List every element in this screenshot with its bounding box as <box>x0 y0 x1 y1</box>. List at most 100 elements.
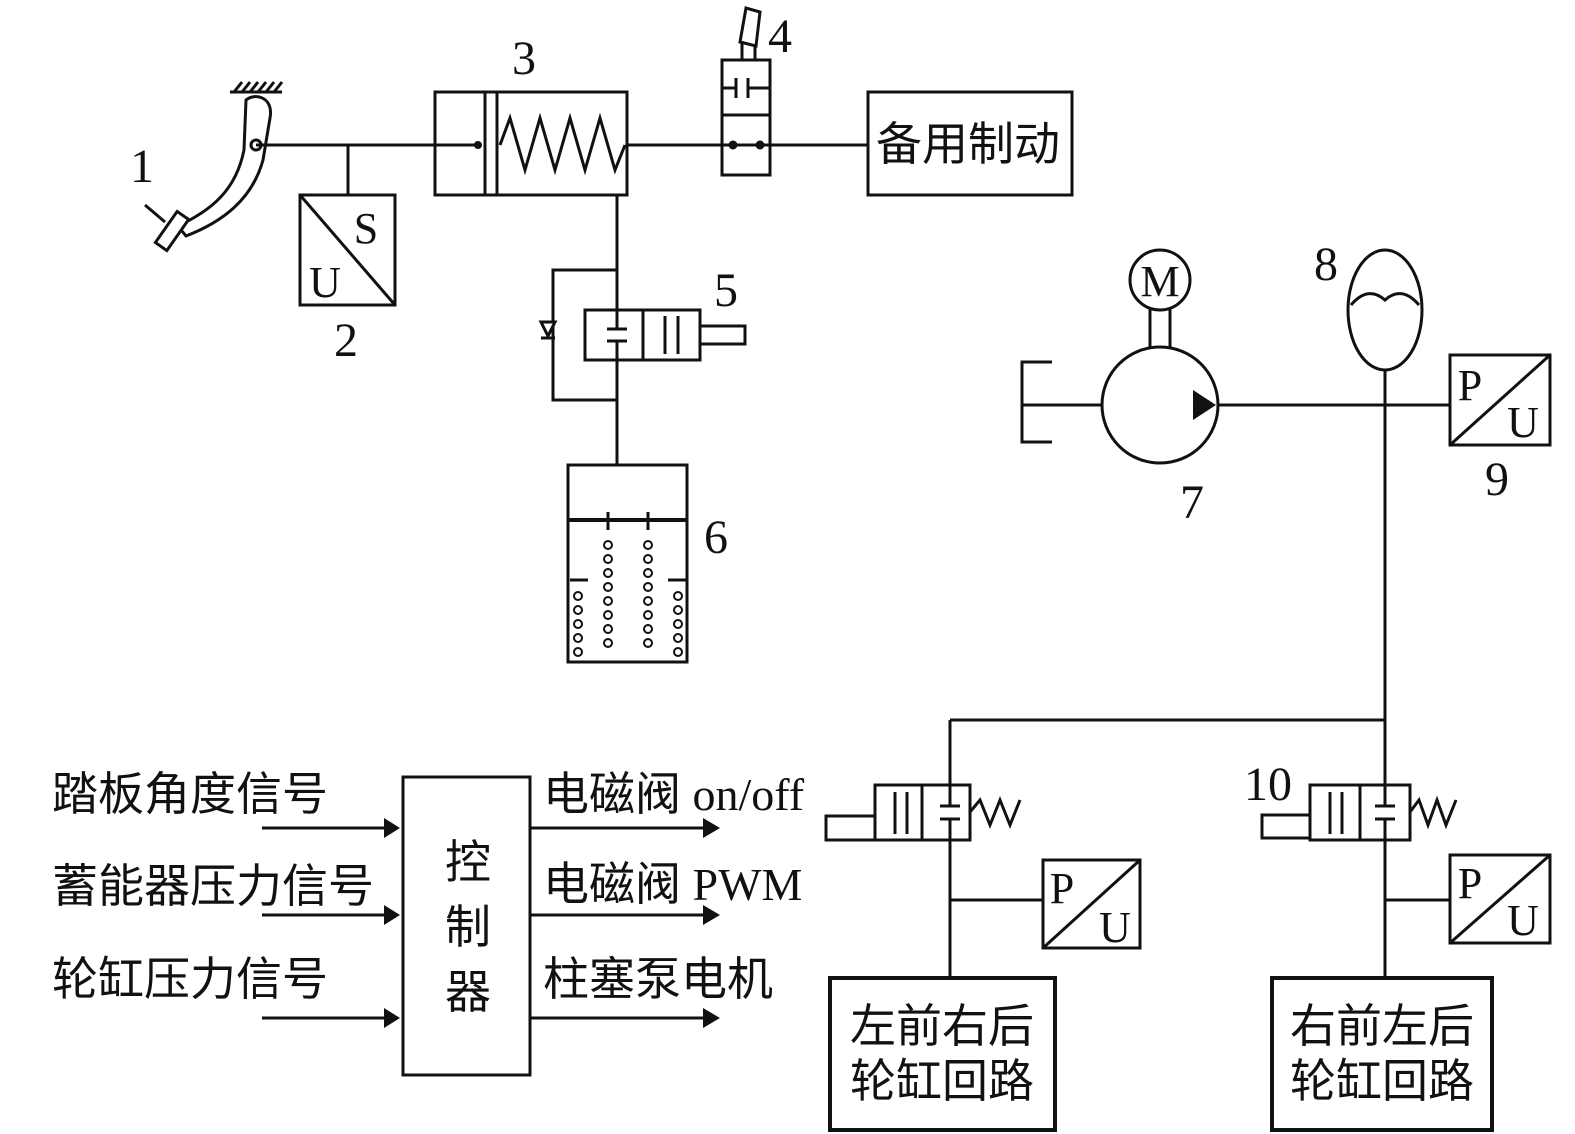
output-signal-label: 电磁阀 on/off <box>543 769 805 820</box>
spring-coil <box>643 638 653 648</box>
sensor-u-label: U <box>1099 903 1131 952</box>
pedal-ground-hatch <box>232 81 284 93</box>
spring-coil <box>603 596 613 606</box>
left-wheel-circuit: 左前右后 轮缸回路 <box>828 976 1057 1132</box>
spring-coil <box>603 638 613 648</box>
sensor-diagonal <box>1448 353 1552 447</box>
pump-number: 7 <box>1180 476 1204 529</box>
circuit-label-line2: 轮缸回路 <box>1290 1056 1474 1107</box>
pedal-simulator-number: 6 <box>704 511 728 564</box>
spring-coil <box>643 582 653 592</box>
circuit-label-line1: 右前左后 <box>1290 1001 1474 1052</box>
spring-coil <box>603 540 613 550</box>
accumulator-number: 8 <box>1314 238 1338 291</box>
arrowhead-icon <box>703 1008 720 1028</box>
accumulator: 8 <box>1314 238 1424 978</box>
sensor-p-label: P <box>1458 859 1482 908</box>
controller-label-char: 制 <box>445 902 491 953</box>
sensor-s-label: S <box>354 204 378 253</box>
right-wheel-circuit: 右前左后 轮缸回路 <box>1270 976 1494 1132</box>
controller-label-char: 器 <box>445 967 491 1018</box>
spring-coil <box>603 610 613 620</box>
output-signal-label: 柱塞泵电机 <box>543 954 773 1005</box>
input-signal-label: 蓄能器压力信号 <box>52 861 374 912</box>
pedal-foot-pad <box>153 209 191 253</box>
left-wheel-pressure-sensor: P U <box>1041 858 1142 952</box>
sensor-diagonal <box>1041 858 1142 950</box>
accumulator-pressure-sensor: P U 9 <box>1448 353 1552 506</box>
cylinder-spring <box>498 112 627 176</box>
valve-manual-actuator <box>738 6 762 48</box>
port-dot <box>728 140 738 150</box>
output-signal-label: 电磁阀 PWM <box>543 859 802 910</box>
pedal-leader-line <box>144 203 166 224</box>
rod-joint <box>474 141 482 149</box>
pedal-sensor-number: 2 <box>334 314 358 367</box>
accumulator-body <box>1346 248 1424 372</box>
circuit-label-line1: 左前右后 <box>850 1001 1034 1052</box>
spring-coil <box>603 568 613 578</box>
backup-brake: 备用制动 <box>866 90 1074 197</box>
spring-coil <box>673 647 683 657</box>
open-port-symbol <box>893 792 909 834</box>
valve-spring <box>1408 795 1458 830</box>
spring-coil <box>573 619 583 629</box>
right-pressure-valve: 10 <box>1244 758 1458 902</box>
sensor-u-label: U <box>309 258 341 307</box>
reservoir-icon <box>1020 360 1052 444</box>
spring-coil <box>603 554 613 564</box>
sensor-u-label: U <box>1507 398 1539 447</box>
check-valve-icon <box>538 320 558 340</box>
blocked-port-symbol <box>722 78 770 98</box>
accumulator-membrane <box>1349 292 1421 306</box>
circuit-label-line2: 轮缸回路 <box>850 1056 1034 1107</box>
simulator-valve-number: 5 <box>714 264 738 317</box>
right-wheel-pressure-sensor: P U <box>1448 853 1552 945</box>
input-signal-label: 踏板角度信号 <box>52 769 328 820</box>
spring-coil <box>603 624 613 634</box>
blocked-port-symbol <box>607 310 627 360</box>
spring-coil <box>673 619 683 629</box>
accumulator-sensor-number: 9 <box>1485 453 1509 506</box>
spring-coil <box>573 591 583 601</box>
check-valve-bypass <box>551 268 617 402</box>
controller-inputs: 踏板角度信号 蓄能器压力信号 轮缸压力信号 <box>52 769 400 1028</box>
controller-label-char: 控 <box>445 837 491 888</box>
spring-coil <box>673 605 683 615</box>
valve-spring <box>968 795 1022 830</box>
spring-coil <box>643 596 653 606</box>
sensor-diagonal <box>298 194 397 306</box>
piston-guides <box>606 512 650 530</box>
backup-valve-number: 4 <box>768 10 792 63</box>
simulator-body <box>566 463 689 664</box>
spring-coil <box>573 605 583 615</box>
spring-coil <box>643 610 653 620</box>
spring-coil <box>603 582 613 592</box>
arrowhead-icon <box>703 818 720 838</box>
sensor-p-label: P <box>1050 864 1074 913</box>
backup-valve: 4 <box>720 6 792 177</box>
backup-brake-box <box>866 90 1074 197</box>
circuit-box <box>828 976 1057 1132</box>
motor-label: M <box>1140 257 1179 306</box>
valve-solenoid <box>1260 813 1312 840</box>
valve-solenoid <box>698 324 747 346</box>
pedal-angle-sensor: S U 2 <box>298 145 397 367</box>
arrowhead-icon <box>384 1008 400 1028</box>
left-pressure-valve <box>824 720 1043 978</box>
master-cylinder: 3 <box>433 32 629 197</box>
port-dot <box>755 140 765 150</box>
motor-circle <box>1128 248 1192 312</box>
circuit-box <box>1270 976 1494 1132</box>
simulator-valve: 5 <box>538 195 747 465</box>
spring-coil <box>643 624 653 634</box>
spring-coil <box>643 554 653 564</box>
controller-outputs: 电磁阀 on/off 电磁阀 PWM 柱塞泵电机 <box>530 769 805 1028</box>
backup-brake-label: 备用制动 <box>876 119 1060 170</box>
arrowhead-icon <box>384 905 400 925</box>
controller: 控 制 器 <box>401 775 532 1077</box>
plunger-pump: M 7 <box>1020 248 1450 529</box>
arrowhead-icon <box>703 905 720 925</box>
open-port-symbol <box>663 316 680 354</box>
